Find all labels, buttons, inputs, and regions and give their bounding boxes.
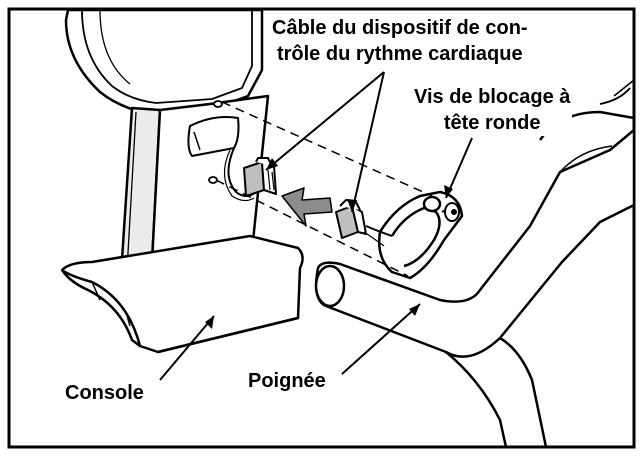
leader-arrowheads — [205, 158, 453, 329]
heart-rate-cable-label: Câble du dispositif de con- trôle du ryt… — [270, 15, 530, 67]
handlebar-label: Poignée — [248, 369, 326, 393]
heart-rate-cable-label-line1: Câble du dispositif de con- — [272, 17, 528, 39]
set-screw-label: Vis de blocage à tête ronde — [412, 84, 573, 136]
set-screw-label-line2: tête ronde — [443, 112, 541, 134]
set-screw-label-line1: Vis de blocage à — [414, 86, 571, 108]
console-base — [60, 234, 304, 354]
console-head — [64, 8, 264, 116]
console-cable-inner — [223, 149, 255, 202]
heart-rate-cable-label-line2: trôle du rythme cardiaque — [276, 43, 523, 65]
insert-arrow — [281, 187, 333, 227]
handlebar — [314, 79, 636, 448]
diagram-border — [7, 7, 636, 449]
console-label: Console — [65, 381, 144, 405]
set-screw — [441, 202, 460, 222]
leader-lines — [159, 71, 473, 381]
pulse-bracket — [378, 190, 464, 280]
